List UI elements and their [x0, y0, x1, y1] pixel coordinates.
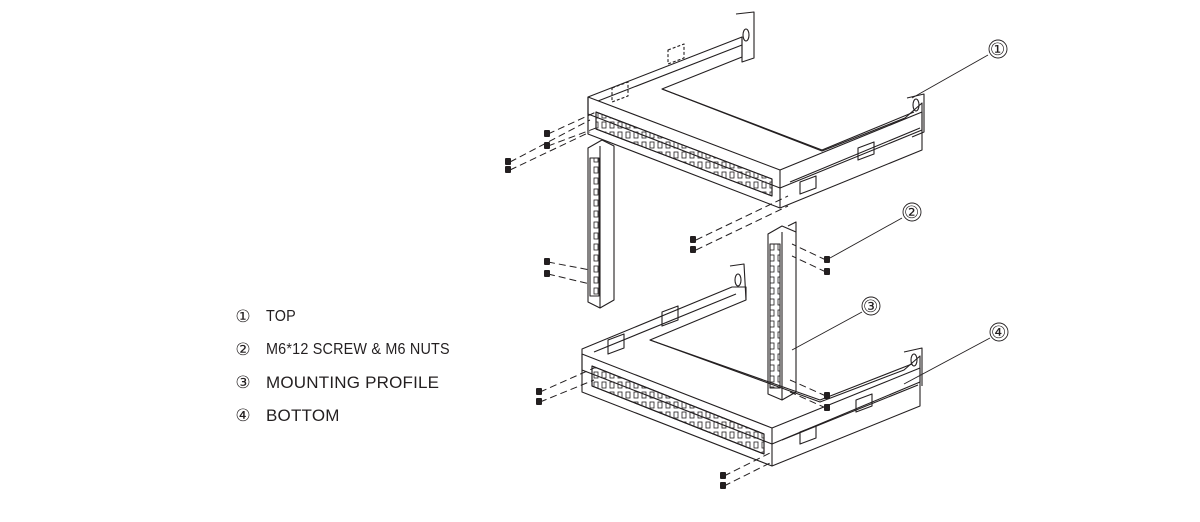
- legend-label: BOTTOM: [266, 406, 340, 425]
- legend-item-mounting-profile: ③ MOUNTING PROFILE: [232, 370, 470, 396]
- bottom-frame: [581, 263, 923, 467]
- legend-number: ①: [235, 307, 251, 326]
- legend-item-top: ① TOP: [232, 304, 470, 330]
- legend-number: ②: [235, 340, 251, 359]
- screws-and-nuts: [505, 111, 830, 489]
- callout-4: ④: [991, 323, 1006, 342]
- callout-3: ③: [863, 297, 878, 316]
- top-frame: [587, 11, 925, 209]
- left-mounting-profile: [587, 139, 615, 309]
- callout-leaders: [791, 39, 1009, 385]
- callout-1: ①: [990, 40, 1005, 59]
- legend-label: M6*12 SCREW & M6 NUTS: [266, 341, 450, 358]
- callout-2: ②: [904, 203, 919, 222]
- legend-number: ④: [235, 406, 251, 425]
- parts-legend: ① TOP ② M6*12 SCREW & M6 NUTS ③ MOUNTING…: [232, 304, 470, 436]
- legend-label: TOP: [266, 308, 296, 325]
- legend-item-screws: ② M6*12 SCREW & M6 NUTS: [232, 337, 470, 363]
- right-mounting-profile: [767, 221, 797, 401]
- legend-item-bottom: ④ BOTTOM: [232, 403, 470, 429]
- legend-label: MOUNTING PROFILE: [266, 373, 440, 392]
- legend-number: ③: [235, 373, 251, 392]
